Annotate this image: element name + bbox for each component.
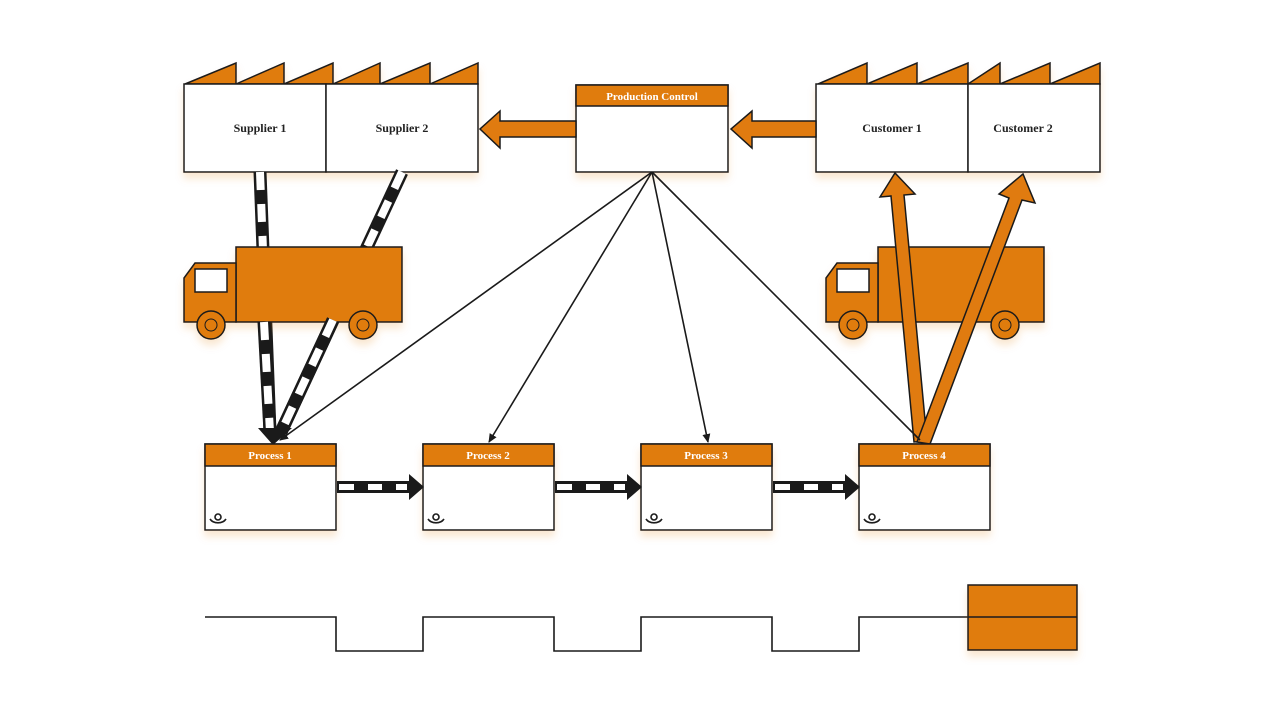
process-4-header	[858, 443, 991, 467]
process-1-header	[204, 443, 337, 467]
timeline-summary-box	[967, 584, 1078, 651]
supplier-2-label: Supplier 2	[376, 121, 429, 135]
customer-2-label: Customer 2	[993, 121, 1052, 135]
information-flow-lines	[279, 171, 921, 443]
customer-factory-group: Customer 1 Customer 2	[815, 61, 1101, 173]
customer-1-box[interactable]	[815, 83, 969, 173]
push-arrow-3-to-4	[773, 474, 860, 500]
process-2-label: Process 2	[466, 450, 510, 462]
supplier-shipment-lines-front	[257, 317, 339, 445]
operator-icon	[863, 513, 881, 524]
process-3-box[interactable]: Process 3	[640, 443, 773, 531]
process-2-box[interactable]: Process 2	[422, 443, 555, 531]
process-1-label: Process 1	[248, 450, 291, 462]
push-arrow-2-to-3	[555, 474, 642, 500]
timeline	[205, 616, 968, 652]
supplier-factory-roof	[184, 61, 479, 86]
production-control-label: Production Control	[606, 91, 698, 103]
customer-truck-icon	[825, 246, 1045, 340]
production-control-box[interactable]: Production Control	[575, 84, 729, 173]
process-2-header	[422, 443, 555, 467]
control-to-supplier-arrow	[478, 109, 577, 150]
supplier-1-label: Supplier 1	[234, 121, 287, 135]
process-4-box[interactable]: Process 4	[858, 443, 991, 531]
push-arrow-1-to-2	[337, 474, 424, 500]
customer-factory-roof	[817, 61, 1101, 86]
process-1-box[interactable]: Process 1	[204, 443, 337, 531]
customer-to-control-arrow	[729, 109, 817, 150]
shipment-arrow-customer-1	[878, 171, 928, 443]
operator-icon	[209, 513, 227, 524]
supplier-factory-group: Supplier 1 Supplier 2	[183, 61, 479, 173]
supplier-2-box[interactable]	[325, 83, 479, 173]
operator-icon	[645, 513, 663, 524]
customer-1-label: Customer 1	[862, 121, 921, 135]
process-3-header	[640, 443, 773, 467]
process-3-label: Process 3	[684, 450, 728, 462]
process-4-label: Process 4	[902, 450, 946, 462]
customer-shipment-arrows	[878, 171, 1037, 445]
operator-icon	[427, 513, 445, 524]
supplier-1-box[interactable]	[183, 83, 327, 173]
supplier-truck-icon	[183, 246, 403, 340]
production-control-header	[575, 84, 729, 107]
customer-2-box[interactable]	[967, 83, 1101, 173]
shipment-arrow-customer-2	[915, 172, 1037, 445]
